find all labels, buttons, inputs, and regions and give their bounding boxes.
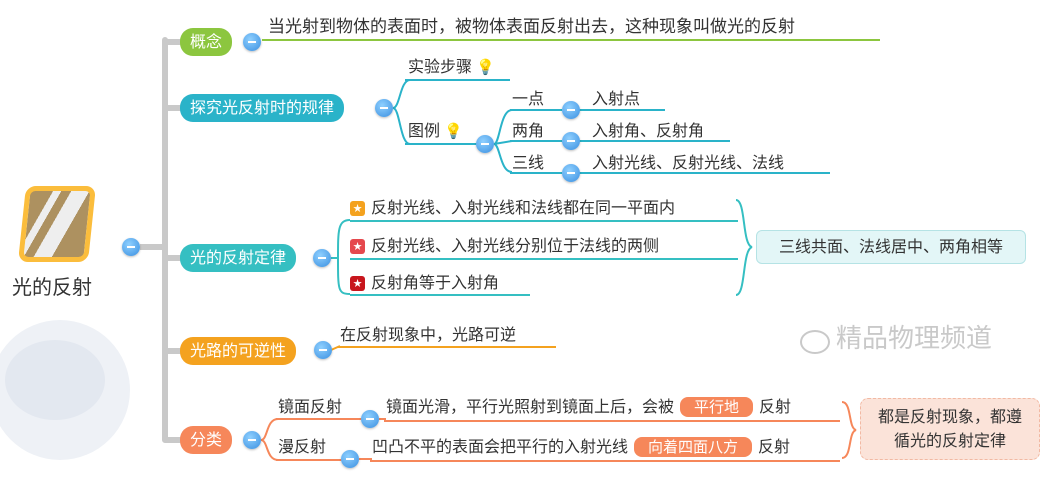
diffuse-post: 反射 [758,437,791,456]
value-underline [588,172,830,174]
steps-label: 实验步骤 [408,57,473,76]
branch-explore[interactable]: 探究光反射时的规律 [180,94,345,122]
reversible-text[interactable]: 在反射现象中，光路可逆 [340,325,517,344]
specular-pre: 镜面光滑，平行光照射到镜面上后，会被 [386,397,675,416]
reversible-underline [338,346,556,348]
branch-concept[interactable]: 概念 [180,28,233,56]
explore-steps[interactable]: 实验步骤💡 [408,56,495,78]
specular-highlight: 平行地 [680,397,754,417]
watermark-text: 精品物理频道 [836,324,993,354]
legend-key-1[interactable]: 一点 [512,89,545,108]
specular-collapse-button[interactable] [361,410,379,428]
law-item-2[interactable]: ★ 反射光线、入射光线分别位于法线的两侧 [350,235,659,257]
legend-key-2[interactable]: 两角 [512,121,545,140]
concept-underline [262,39,880,41]
key-1-collapse-button[interactable] [562,101,580,119]
legend-collapse-button[interactable] [476,135,494,153]
concept-collapse-button[interactable] [243,33,261,51]
law-underline [350,220,738,222]
specular-underline [276,418,362,420]
diffuse-pre: 凹凸不平的表面会把平行的入射光线 [372,437,629,456]
key-2-collapse-button[interactable] [562,132,580,150]
law-collapse-button[interactable] [313,249,331,267]
legend-key-3[interactable]: 三线 [512,153,545,172]
legend-underline [405,143,477,145]
reversible-collapse-button[interactable] [314,341,332,359]
branch-law[interactable]: 光的反射定律 [180,244,297,272]
diffuse-collapse-button[interactable] [341,450,359,468]
specular-text-underline [384,420,840,422]
law-underline [350,294,530,296]
diffuse-underline [276,459,342,461]
key-underline [510,109,562,111]
root-collapse-button[interactable] [122,238,140,256]
legend-value-3[interactable]: 入射光线、反射光线、法线 [592,153,785,172]
diffuse-text-underline [370,460,840,462]
explore-legend[interactable]: 图例💡 [408,120,463,142]
branch-reversible[interactable]: 光路的可逆性 [180,337,297,365]
specular-post: 反射 [759,397,792,416]
law-item-text: 反射光线、入射光线分别位于法线的两侧 [371,236,660,255]
law-item-text: 反射角等于入射角 [371,273,500,292]
branch-classify[interactable]: 分类 [180,426,233,454]
value-underline [588,109,665,111]
legend-value-1[interactable]: 入射点 [592,89,641,108]
value-underline [588,140,730,142]
specular-text[interactable]: 镜面光滑，平行光照射到镜面上后，会被平行地反射 [386,396,791,418]
law-underline [350,258,738,260]
steps-underline [405,79,510,81]
law-item-text: 反射光线、入射光线和法线都在同一平面内 [371,198,676,217]
star-red-icon: ★ [350,239,365,254]
legend-label: 图例 [408,121,441,140]
lightbulb-icon: 💡 [444,122,463,140]
classify-summary-box[interactable]: 都是反射现象，都遵循光的反射定律 [860,398,1040,460]
key-underline [510,172,562,174]
root-title: 光的反射 [12,275,92,299]
key-underline [510,140,562,142]
concept-text[interactable]: 当光射到物体的表面时，被物体表面反射出去，这种现象叫做光的反射 [268,17,795,37]
legend-value-2[interactable]: 入射角、反射角 [592,121,705,140]
explore-collapse-button[interactable] [375,99,393,117]
diffuse-text[interactable]: 凹凸不平的表面会把平行的入射光线向着四面八方反射 [372,436,790,458]
law-item-3[interactable]: ★ 反射角等于入射角 [350,272,499,294]
star-darkred-icon: ★ [350,276,365,291]
lightbulb-icon: 💡 [476,58,495,76]
diffuse-label[interactable]: 漫反射 [278,437,327,456]
law-item-1[interactable]: ★ 反射光线、入射光线和法线都在同一平面内 [350,197,675,219]
robot-face-decor [5,340,105,420]
root-mirror-icon [18,186,96,262]
diffuse-highlight: 向着四面八方 [634,437,753,457]
wechat-watermark-icon [800,330,830,354]
classify-collapse-button[interactable] [243,431,261,449]
star-orange-icon: ★ [350,201,365,216]
specular-label[interactable]: 镜面反射 [278,397,343,416]
law-summary-box[interactable]: 三线共面、法线居中、两角相等 [756,230,1026,264]
key-3-collapse-button[interactable] [562,164,580,182]
